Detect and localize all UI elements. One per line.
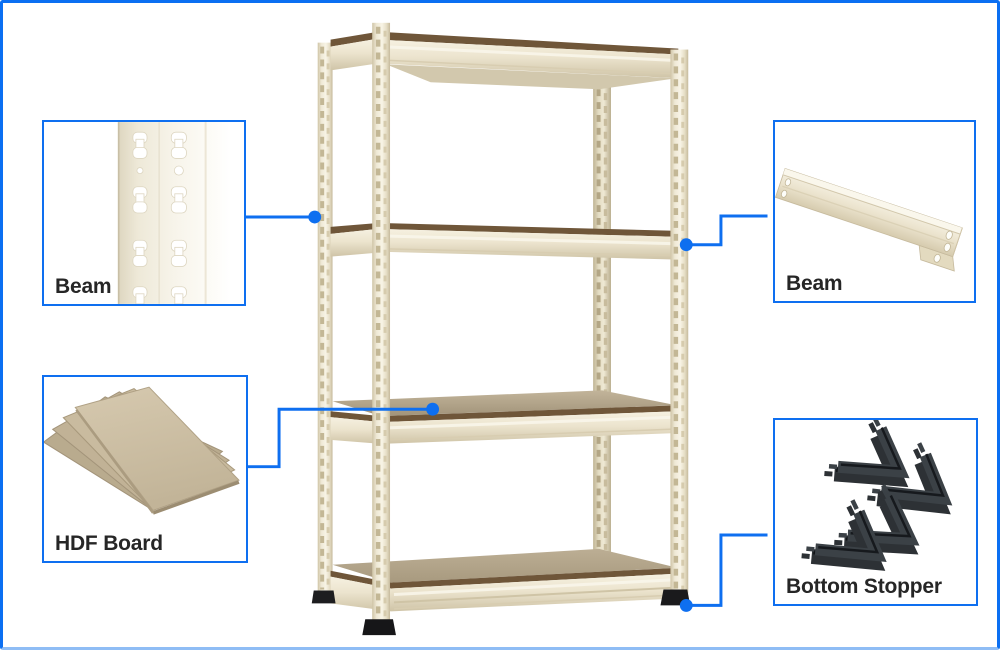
front-left-foot	[362, 619, 396, 636]
connector-dot-bottom-stopper	[679, 598, 693, 612]
part-label-beam: Beam	[786, 272, 843, 295]
rear-left-post	[317, 42, 333, 598]
shelving-rack-illustration	[311, 22, 691, 636]
callout-beam-upright: Beam	[42, 120, 246, 306]
shelf-3	[330, 390, 679, 444]
keyhole-slot-column-1	[132, 131, 148, 304]
shelf-1	[330, 31, 679, 90]
connector-dot-beam-upright	[308, 210, 322, 224]
front-right-post	[670, 49, 689, 594]
callout-beam: Beam	[773, 120, 976, 303]
shelf-beam-icon	[775, 168, 963, 272]
front-left-post	[372, 22, 391, 624]
connector-beam	[686, 214, 768, 247]
callout-bottom-stopper: Bottom Stopper	[773, 418, 978, 606]
part-label-hdf-board: HDF Board	[55, 532, 163, 555]
connector-hdf-board	[247, 407, 433, 469]
connector-overlay	[245, 210, 768, 612]
callout-hdf-board: HDF Board	[42, 375, 248, 563]
rear-left-foot	[311, 590, 336, 604]
connector-bottom-stopper	[686, 533, 768, 607]
connector-dot-beam	[679, 238, 693, 252]
connector-dot-hdf-board	[426, 402, 440, 416]
slotted-upright-icon	[117, 122, 231, 304]
shelf-4	[330, 548, 679, 612]
hdf-board-stack-icon	[44, 386, 240, 515]
rear-right-post	[593, 85, 611, 554]
keyhole-slot-column-2	[170, 131, 187, 304]
shelf-2	[330, 222, 679, 260]
part-label-beam-upright: Beam	[55, 275, 112, 298]
part-label-bottom-stopper: Bottom Stopper	[786, 575, 942, 598]
